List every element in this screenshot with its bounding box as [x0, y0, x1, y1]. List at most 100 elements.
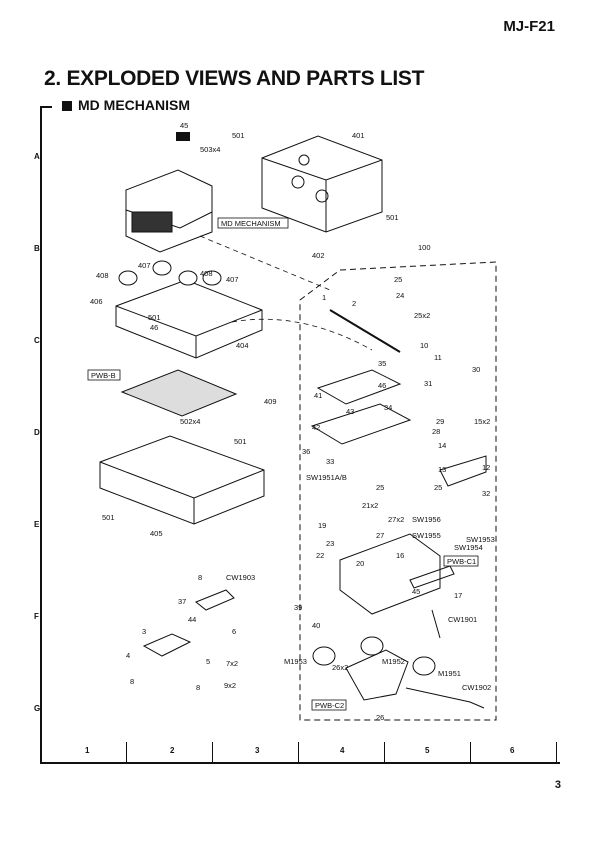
label-md-mechanism: MD MECHANISM [221, 219, 281, 228]
part-label: SW1953 [466, 535, 495, 544]
boxed-label-md-mechanism: MD MECHANISM [217, 217, 289, 229]
tray-405 [99, 435, 265, 525]
part-label: 404 [236, 341, 249, 350]
row-label-a: A [34, 152, 40, 161]
frame-top-edge [40, 106, 52, 108]
part-label: 8 [196, 683, 200, 692]
col-label-3: 3 [255, 746, 260, 755]
part-label: 8 [130, 677, 134, 686]
row-label-c: C [34, 336, 40, 345]
part-label: 10 [420, 341, 428, 350]
flex-cw1901 [431, 609, 441, 639]
part-label: 16 [396, 551, 404, 560]
part-label: 27 [376, 531, 384, 540]
part-label: 42 [312, 423, 320, 432]
col-label-6: 6 [510, 746, 515, 755]
part-label: 9x2 [224, 681, 236, 690]
part-label: M1953 [284, 657, 307, 666]
part-label: CW1901 [448, 615, 477, 624]
part-label: 14 [438, 441, 446, 450]
part-label: 1 [322, 293, 326, 302]
col-label-2: 2 [170, 746, 175, 755]
part-label: 405 [150, 529, 163, 538]
subassembly-100-boundary [299, 261, 497, 721]
row-label-d: D [34, 428, 40, 437]
part-label: 29 [436, 417, 444, 426]
part-label: 5 [206, 657, 210, 666]
part-label: 11 [434, 353, 442, 362]
part-label: 30 [472, 365, 480, 374]
part-label: 2 [352, 299, 356, 308]
part-label: 46 [150, 323, 158, 332]
part-label: 43 [346, 407, 354, 416]
part-label: 24 [396, 291, 404, 300]
part-label: 501 [386, 213, 399, 222]
part-label: 34 [384, 403, 392, 412]
dampers [118, 260, 222, 286]
part-label: 100 [418, 243, 431, 252]
part-label: SW1951A/B [306, 473, 347, 482]
part-label: 45 [412, 587, 420, 596]
part-label: SW1954 [454, 543, 483, 552]
section-label: MD MECHANISM [78, 97, 190, 113]
part-label: 406 [90, 297, 103, 306]
shaft-2 [329, 309, 401, 353]
part-label: M1952 [382, 657, 405, 666]
part-label: 17 [454, 591, 462, 600]
part-label: 25 [434, 483, 442, 492]
section-heading: MD MECHANISM [62, 97, 190, 113]
part-label: 22 [316, 551, 324, 560]
cover-401 [261, 135, 383, 233]
part-label: 402 [312, 251, 325, 260]
part-label: 26x2 [332, 663, 348, 672]
part-label: 25 [394, 275, 402, 284]
part-label: 31 [424, 379, 432, 388]
part-label: 401 [352, 131, 365, 140]
part-label: 23 [326, 539, 334, 548]
part-label: 27x2 [388, 515, 404, 524]
part-label: 4 [126, 651, 130, 660]
part-label: 8 [198, 573, 202, 582]
part-label: 501 [148, 313, 161, 322]
model-number: MJ-F21 [503, 18, 555, 35]
part-label: 6 [232, 627, 236, 636]
part-label: 46 [378, 381, 386, 390]
part-label: CW1903 [226, 573, 255, 582]
part-label: SW1956 [412, 515, 441, 524]
part-45-block [176, 132, 190, 141]
row-label-f: F [34, 612, 39, 621]
part-label: 15x2 [474, 417, 490, 426]
part-label: 501 [234, 437, 247, 446]
part-label: 21x2 [362, 501, 378, 510]
part-label: 3 [142, 627, 146, 636]
part-label: 28 [432, 427, 440, 436]
row-label-e: E [34, 520, 40, 529]
part-label: 35 [378, 359, 386, 368]
part-label: 44 [188, 615, 196, 624]
part-label: M1951 [438, 669, 461, 678]
mechanism-deck [310, 369, 487, 615]
part-label: 408 [200, 269, 213, 278]
flex-cw1902 [405, 687, 485, 709]
part-label: 41 [314, 391, 322, 400]
diagram-frame [40, 106, 560, 764]
col-label-5: 5 [425, 746, 430, 755]
boxed-label-pwb-b: PWB-B [87, 369, 121, 381]
pwb-c2-board [345, 649, 409, 701]
guide-line-2 [199, 235, 331, 291]
pwb-b-board [120, 369, 238, 417]
part-label: 40 [312, 621, 320, 630]
part-label: 36 [302, 447, 310, 456]
label-pwb-c2: PWB-C2 [315, 701, 344, 710]
column-scale-bar [40, 742, 558, 762]
sled-assembly [142, 589, 235, 657]
row-label-b: B [34, 244, 40, 253]
page-number: 3 [554, 779, 561, 791]
part-label: CW1902 [462, 683, 491, 692]
guide-line [231, 318, 373, 351]
part-label: SW1955 [412, 531, 441, 540]
part-label: 39 [294, 603, 302, 612]
boxed-label-pwb-c2: PWB-C2 [311, 699, 347, 711]
